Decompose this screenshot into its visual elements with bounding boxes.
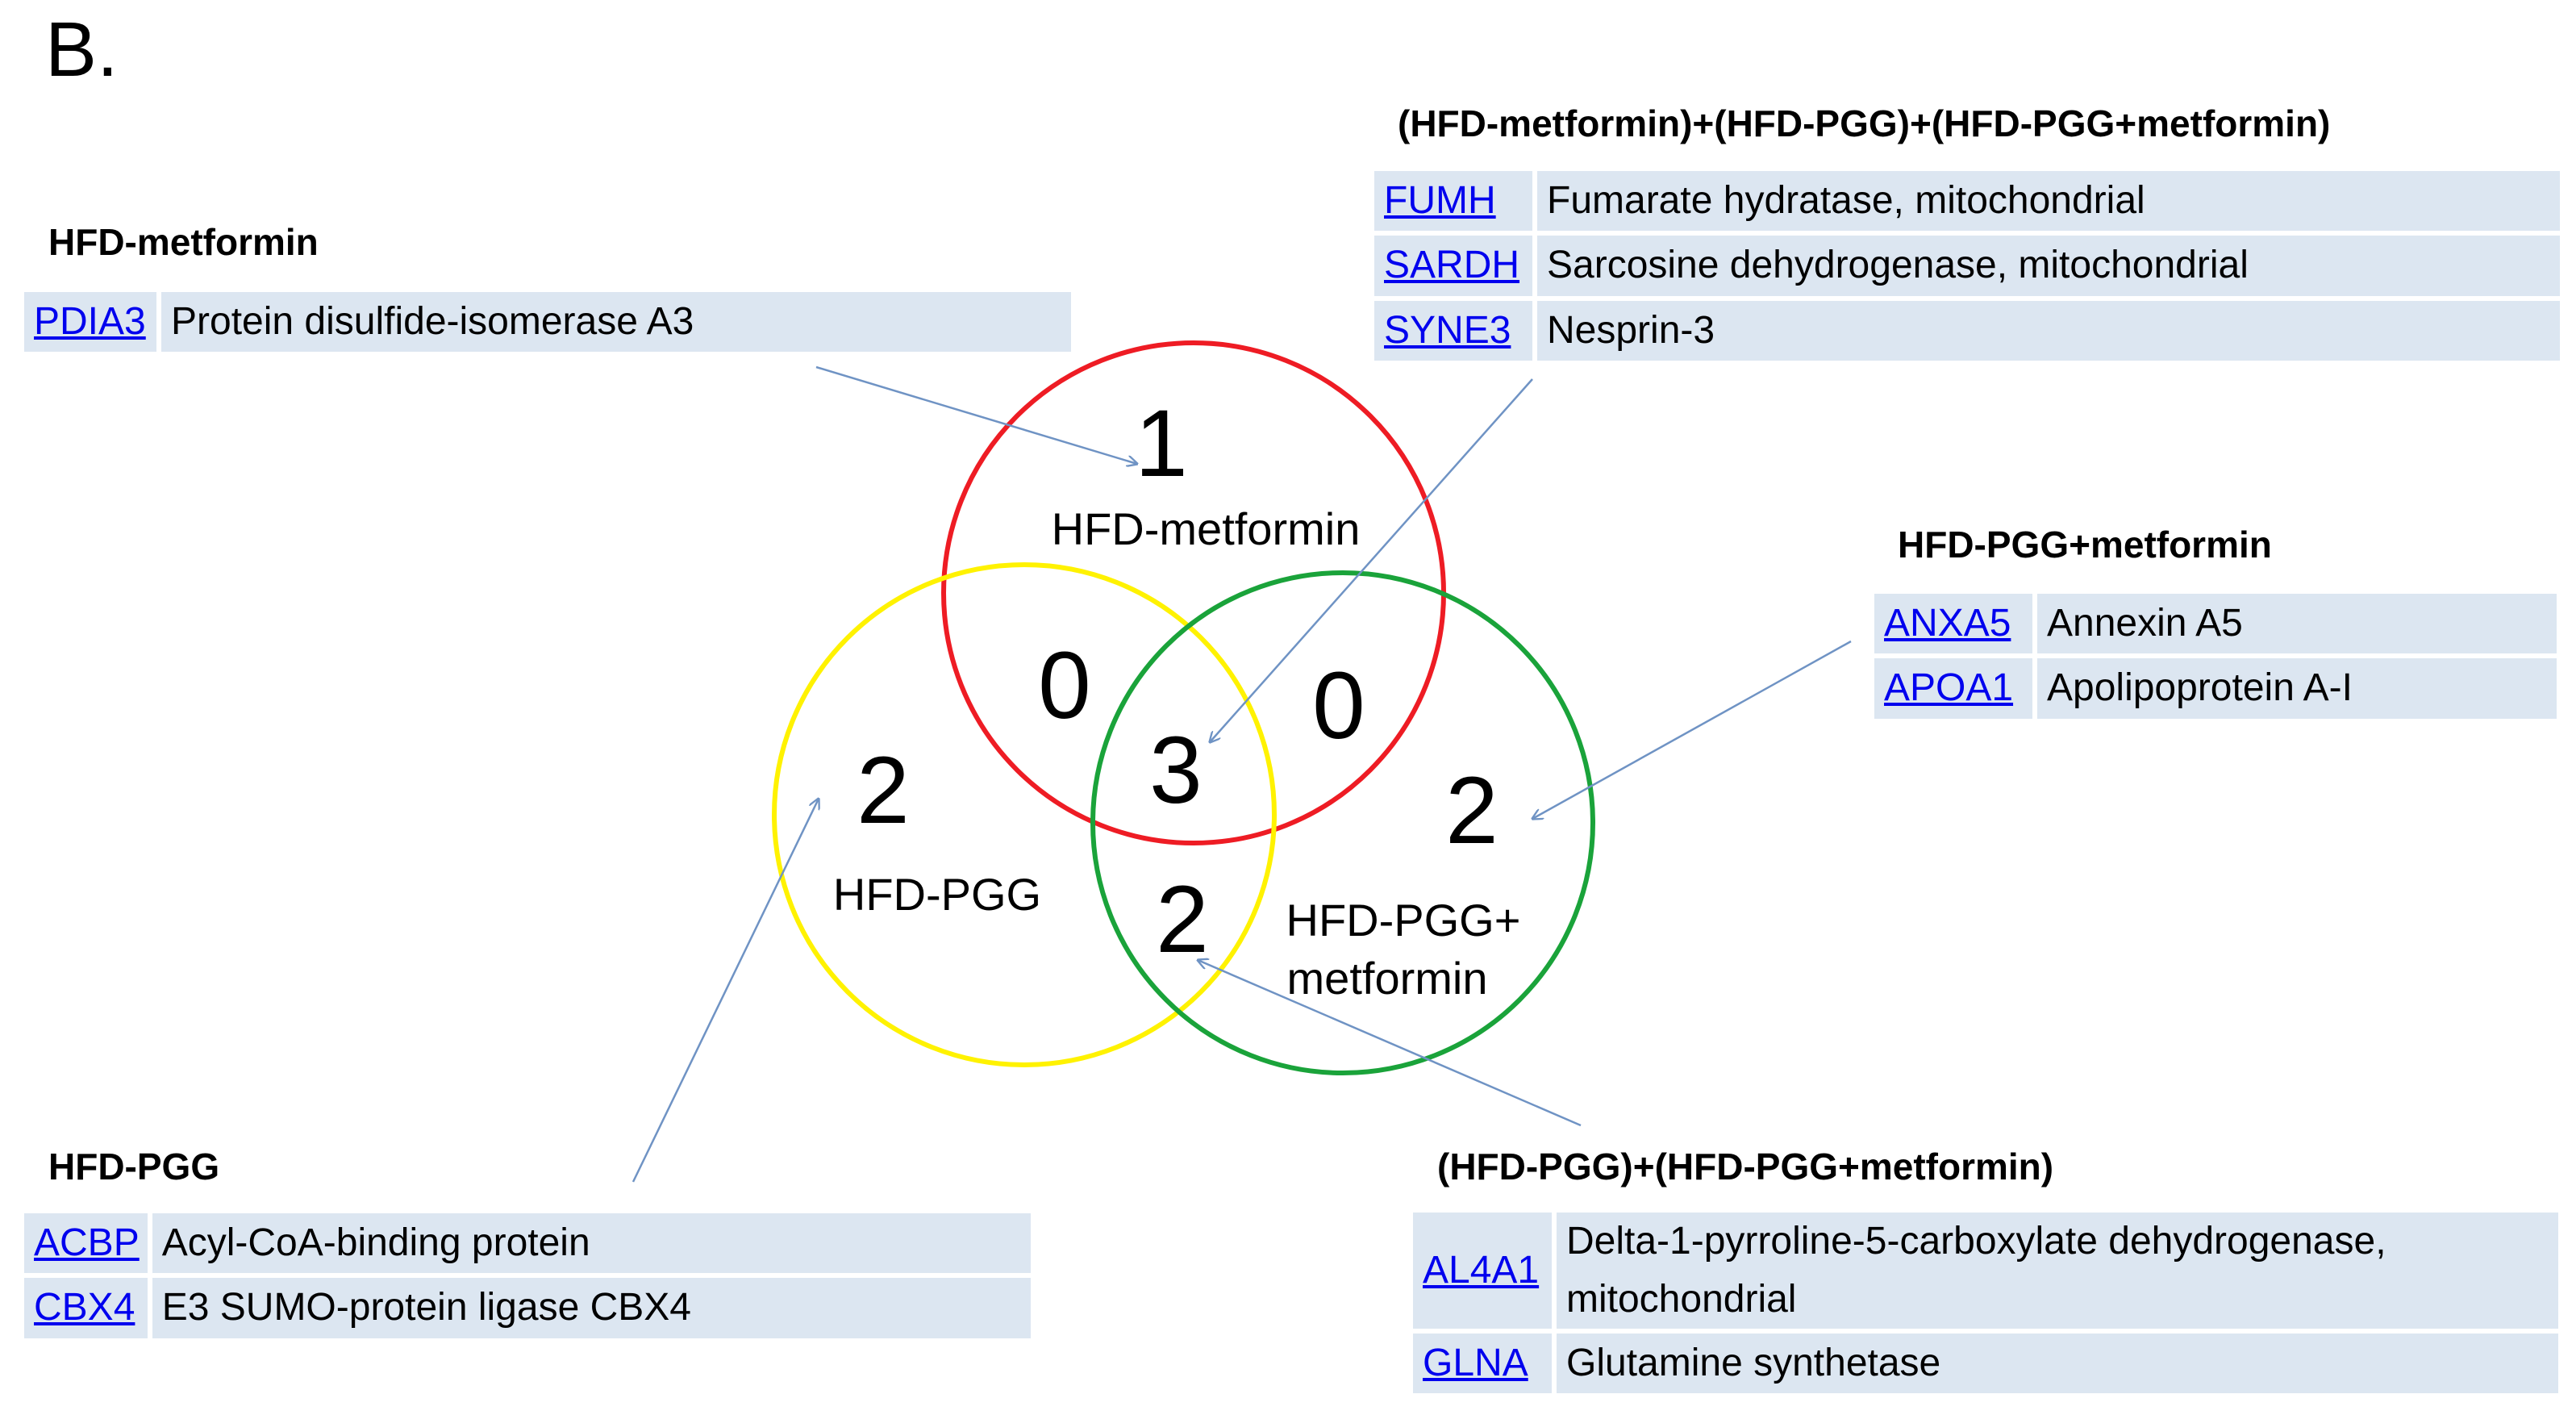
table-row: CBX4 E3 SUMO-protein ligase CBX4 <box>24 1278 1031 1338</box>
gene-link[interactable]: GLNA <box>1423 1342 1528 1384</box>
table-pgg-and-pgg-metformin: AL4A1 Delta-1-pyrroline-5-carboxylate de… <box>1413 1208 2558 1398</box>
gene-link[interactable]: FUMH <box>1384 179 1496 222</box>
gene-link[interactable]: ACBP <box>34 1221 140 1264</box>
count-only-pgg-metformin: 2 <box>1445 758 1498 864</box>
count-metformin-pgg: 0 <box>1038 632 1091 739</box>
gene-name: Delta-1-pyrroline-5-carboxylate dehydrog… <box>1557 1213 2558 1329</box>
table-row: GLNA Glutamine synthetase <box>1413 1334 2558 1394</box>
circle-hfd-pgg <box>772 562 1277 1067</box>
gene-link[interactable]: CBX4 <box>34 1286 135 1329</box>
count-pgg-pgg-metformin: 2 <box>1156 866 1209 973</box>
arrow-all-three <box>1210 378 1533 742</box>
circle-hfd-pgg-metformin <box>1090 570 1595 1075</box>
arrow-pgg-pgg-metformin <box>1198 960 1582 1127</box>
table-row: AL4A1 Delta-1-pyrroline-5-carboxylate de… <box>1413 1213 2558 1329</box>
table-all-three: FUMH Fumarate hydratase, mitochondrial S… <box>1374 166 2560 365</box>
table-row: ANXA5 Annexin A5 <box>1874 594 2557 654</box>
heading-hfd-pgg: HFD-PGG <box>48 1146 220 1188</box>
table-row: SYNE3 Nesprin-3 <box>1374 300 2560 361</box>
table-row: FUMH Fumarate hydratase, mitochondrial <box>1374 171 2560 232</box>
count-all-three: 3 <box>1149 717 1203 824</box>
label-hfd-metformin: HFD-metformin <box>1052 503 1361 554</box>
arrow-hfd-pgg <box>631 799 819 1183</box>
gene-link[interactable]: SYNE3 <box>1384 308 1511 352</box>
count-only-metformin: 1 <box>1135 390 1188 497</box>
arrow-hfd-metformin <box>815 365 1137 464</box>
gene-link[interactable]: SARDH <box>1384 244 1520 287</box>
table-row: ACBP Acyl-CoA-binding protein <box>24 1213 1031 1274</box>
table-hfd-pgg: ACBP Acyl-CoA-binding protein CBX4 E3 SU… <box>24 1208 1031 1343</box>
gene-link[interactable]: PDIA3 <box>34 300 146 343</box>
count-only-pgg: 2 <box>857 737 910 844</box>
gene-link[interactable]: ANXA5 <box>1884 602 2011 645</box>
label-hfd-pgg: HFD-PGG <box>833 869 1041 920</box>
table-row: SARDH Sarcosine dehydrogenase, mitochond… <box>1374 236 2560 296</box>
gene-name: Sarcosine dehydrogenase, mitochondrial <box>1537 236 2560 296</box>
label-hfd-pgg-metformin-line1: HFD-PGG+ <box>1286 895 1521 945</box>
panel-label: B. <box>45 6 119 93</box>
gene-link[interactable]: AL4A1 <box>1423 1248 1540 1292</box>
table-row: PDIA3 Protein disulfide-isomerase A3 <box>24 292 1071 353</box>
gene-name: Glutamine synthetase <box>1557 1334 2558 1394</box>
gene-name: Annexin A5 <box>2037 594 2557 654</box>
gene-name: Apolipoprotein A-I <box>2037 658 2557 719</box>
gene-name: Acyl-CoA-binding protein <box>152 1213 1031 1274</box>
heading-hfd-metformin: HFD-metformin <box>48 221 319 263</box>
table-hfd-metformin: PDIA3 Protein disulfide-isomerase A3 <box>24 287 1071 357</box>
gene-name: E3 SUMO-protein ligase CBX4 <box>152 1278 1031 1338</box>
heading-hfd-pgg-metformin: HFD-PGG+metformin <box>1898 524 2272 566</box>
gene-name: Protein disulfide-isomerase A3 <box>161 292 1071 353</box>
gene-name: Nesprin-3 <box>1537 300 2560 361</box>
count-metformin-pgg-metformin: 0 <box>1312 653 1365 759</box>
gene-name: Fumarate hydratase, mitochondrial <box>1537 171 2560 232</box>
table-row: APOA1 Apolipoprotein A-I <box>1874 658 2557 719</box>
heading-all-three: (HFD-metformin)+(HFD-PGG)+(HFD-PGG+metfo… <box>1398 102 2331 144</box>
arrow-pgg-metformin <box>1532 640 1852 819</box>
heading-pgg-and-pgg-metformin: (HFD-PGG)+(HFD-PGG+metformin) <box>1437 1146 2054 1188</box>
label-hfd-pgg-metformin-line2: metformin <box>1287 953 1488 1004</box>
gene-link[interactable]: APOA1 <box>1884 666 2014 710</box>
table-hfd-pgg-metformin: ANXA5 Annexin A5 APOA1 Apolipoprotein A-… <box>1874 589 2557 724</box>
